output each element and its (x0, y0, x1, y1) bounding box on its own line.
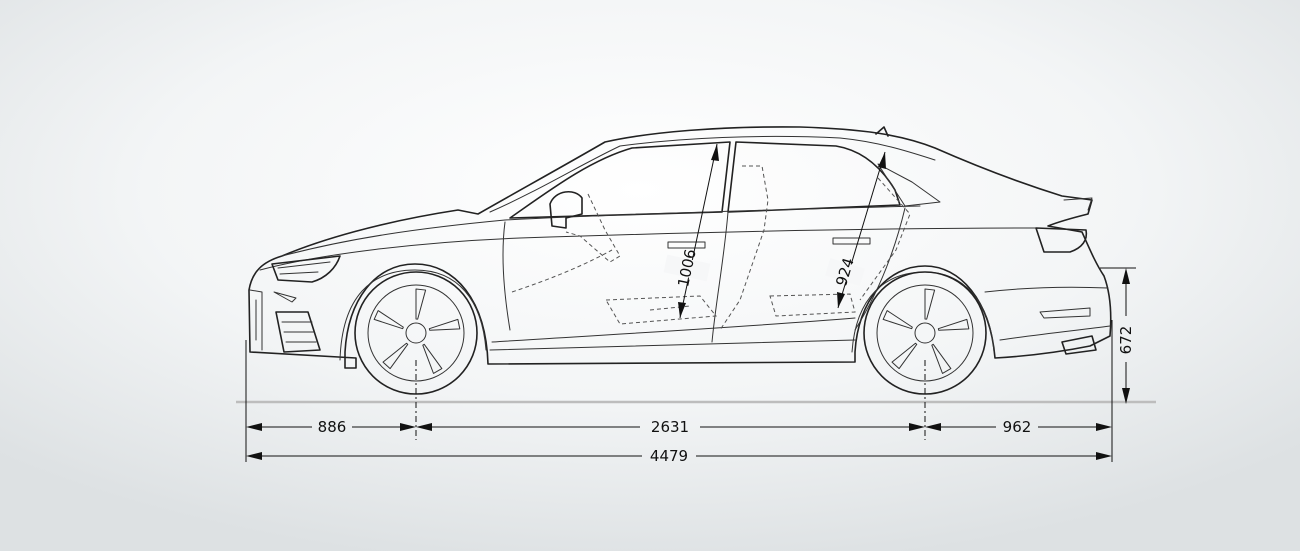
wheel-spoke (937, 318, 970, 331)
rear-window (727, 141, 901, 213)
exhaust-tip (1061, 335, 1097, 355)
quarter-window (877, 163, 941, 207)
front-headroom-label: 1006 (674, 247, 700, 288)
wheel-spoke (931, 343, 952, 374)
wheel-spoke (882, 310, 913, 330)
car-body-outline (248, 126, 1112, 369)
wheel-spoke (422, 343, 443, 374)
tail-light (1035, 227, 1088, 253)
dim-rear-height: 672 (1117, 268, 1135, 404)
overall-length-label: 4479 (650, 447, 688, 465)
front-window (509, 141, 731, 219)
front-air-intake (275, 311, 321, 353)
roof-antenna (875, 126, 889, 137)
rear-door-handle (832, 237, 871, 245)
rear-height-label: 672 (1117, 326, 1135, 355)
front-overhang-label: 886 (318, 418, 347, 436)
wheelbase-label: 2631 (651, 418, 689, 436)
wheel-spoke (382, 342, 409, 370)
dim-front-overhang: 886 (246, 418, 416, 436)
dim-wheelbase: 2631 (416, 418, 925, 436)
wheel-spoke (924, 288, 936, 320)
side-mirror (549, 191, 583, 229)
interior-seats (511, 165, 911, 331)
wheel-spoke (373, 310, 404, 330)
dim-overall-length: 4479 (246, 447, 1112, 465)
wheel-spoke (891, 342, 918, 370)
dim-rear-headroom: 924 (825, 151, 886, 309)
wheel-spoke (428, 318, 461, 331)
front-door-handle (667, 241, 706, 249)
dim-front-headroom: 1006 (663, 143, 719, 319)
headlight (271, 255, 341, 283)
rear-wheel (863, 271, 987, 395)
wheel-spoke (415, 288, 427, 320)
rear-overhang-label: 962 (1003, 418, 1032, 436)
dim-rear-overhang: 962 (925, 418, 1112, 436)
